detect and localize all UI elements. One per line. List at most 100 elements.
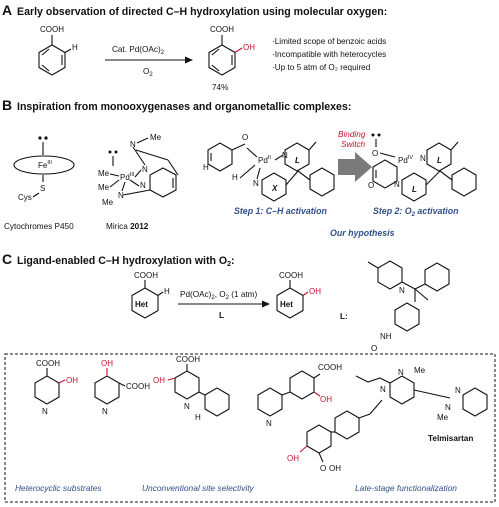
- svg-text:O: O: [242, 133, 248, 142]
- section-a-title: Early observation of directed C–H hydrox…: [17, 6, 387, 18]
- p450-s: S: [40, 184, 45, 193]
- p450-structure: FeIII S Cys Cytochromes P450: [4, 136, 75, 231]
- section-b-letter: B: [2, 97, 12, 113]
- svg-text:COOH: COOH: [176, 355, 200, 364]
- mirica-pd: Pd: [120, 173, 130, 182]
- svg-text:O: O: [371, 344, 377, 353]
- ligand-L-2: L: [437, 156, 442, 165]
- svg-text:H: H: [203, 163, 209, 172]
- p450-cys: Cys: [18, 193, 32, 202]
- het-substrate: Het COOH H: [131, 271, 170, 319]
- svg-text:N: N: [399, 286, 405, 295]
- binding-switch-arrow: Binding Switch: [338, 130, 372, 182]
- telmisartan-label: Telmisartan: [428, 434, 473, 443]
- hypothesis-label: Our hypothesis: [330, 228, 395, 238]
- svg-text:NH: NH: [380, 332, 392, 341]
- svg-text:O: O: [320, 464, 326, 473]
- svg-text:N: N: [142, 165, 148, 174]
- svg-text:OH: OH: [66, 376, 78, 385]
- svg-text:O: O: [372, 149, 378, 158]
- svg-text:COOH: COOH: [126, 382, 150, 391]
- sm-cooh-label: COOH: [40, 25, 64, 34]
- svg-text:OH: OH: [320, 395, 332, 404]
- ligand-X: X: [271, 184, 278, 193]
- svg-text:H: H: [195, 413, 201, 422]
- svg-text:OH: OH: [287, 454, 299, 463]
- svg-text:N: N: [282, 151, 288, 160]
- svg-text:N: N: [398, 368, 404, 377]
- svg-text:H: H: [164, 287, 170, 296]
- example-3: COOH OH N H: [153, 355, 230, 422]
- example-2: N OH COOH: [94, 359, 150, 416]
- reaction-arrow-a: Cat. Pd(OAc)2 O2: [105, 45, 193, 78]
- mirica-complex: Me N PdIII Me Me N N N Me Mirica 2012: [98, 133, 179, 231]
- ligand-c: L: [219, 311, 224, 320]
- benzoic-acid-structure: COOH H: [38, 25, 78, 76]
- p450-fe: Fe: [38, 161, 48, 170]
- prod-oh-label: OH: [243, 43, 255, 52]
- ligand-L-1: L: [295, 156, 300, 165]
- section-a-notes: ·Limited scope of benzoic acids ·Incompa…: [272, 37, 386, 72]
- svg-text:OH: OH: [101, 359, 113, 368]
- yield-label: 74%: [212, 83, 228, 92]
- svg-text:N: N: [184, 402, 190, 411]
- reaction-arrow-c: Pd(OAc)2, O2 (1 atm) L: [178, 290, 270, 320]
- prod-cooh-label: COOH: [210, 25, 234, 34]
- svg-text:O2: O2: [143, 67, 153, 78]
- svg-text:N: N: [394, 180, 400, 189]
- sm-h-label: H: [72, 43, 78, 52]
- svg-text:N: N: [140, 181, 146, 190]
- section-c-title: Ligand-enabled C–H hydroxylation with O2…: [17, 255, 235, 268]
- svg-text:OH: OH: [329, 464, 341, 473]
- reagent-a-1: Cat. Pd(OAc): [112, 45, 161, 54]
- section-b-title: Inspiration from monooxygenases and orga…: [17, 101, 351, 113]
- svg-text:COOH: COOH: [279, 271, 303, 280]
- svg-text:OH: OH: [309, 287, 321, 296]
- reagent-a-2: O: [143, 67, 149, 76]
- svg-text:N: N: [102, 407, 108, 416]
- svg-text:N: N: [130, 140, 136, 149]
- svg-text:Me: Me: [437, 413, 449, 422]
- note-3: ·Up to 5 atm of O₂ required: [272, 63, 371, 72]
- svg-text:PdII: PdII: [258, 155, 271, 165]
- svg-text:COOH: COOH: [36, 359, 60, 368]
- note-2: ·Incompatible with heterocycles: [272, 50, 386, 59]
- caption-site-selectivity: Unconventional site selectivity: [142, 483, 255, 493]
- example-4: N COOH OH: [257, 363, 342, 428]
- svg-text:N: N: [118, 191, 124, 200]
- binding-switch-label-1: Binding: [338, 130, 366, 139]
- svg-text:L:: L:: [340, 312, 348, 321]
- binding-switch-label-2: Switch: [341, 140, 366, 149]
- svg-text:N: N: [253, 179, 259, 188]
- svg-text:OH: OH: [153, 376, 165, 385]
- svg-text:PdIV: PdIV: [398, 155, 413, 165]
- svg-text:Me: Me: [98, 183, 110, 192]
- svg-text:N: N: [42, 407, 48, 416]
- note-1: ·Limited scope of benzoic acids: [272, 37, 386, 46]
- examples-box: [4, 353, 496, 503]
- p450-caption: Cytochromes P450: [4, 222, 74, 231]
- section-c-letter: C: [2, 251, 12, 267]
- pd-ii-intermediate: H O H PdII N L N X: [203, 133, 335, 202]
- caption-heterocyclic: Heterocyclic substrates: [15, 483, 102, 493]
- svg-text:N: N: [380, 385, 386, 394]
- pd-iv-intermediate: O O PdIV N L N L: [368, 133, 477, 202]
- reagent-c: Pd(OAc): [180, 290, 212, 299]
- mirica-caption: Mirica 2012: [106, 222, 149, 231]
- section-a-letter: A: [2, 2, 12, 18]
- svg-text:Me: Me: [102, 198, 114, 207]
- salicylic-acid-structure: COOH OH 74%: [208, 25, 255, 92]
- ligand-L-3: L: [412, 185, 417, 194]
- svg-text:Me: Me: [98, 169, 110, 178]
- svg-text:COOH: COOH: [134, 271, 158, 280]
- caption-late-stage: Late-stage functionalization: [355, 483, 457, 493]
- svg-text:Me: Me: [150, 133, 162, 142]
- step-1-label: Step 1: C–H activation: [234, 206, 327, 216]
- svg-text:N: N: [420, 154, 426, 163]
- svg-text:PdIII: PdIII: [120, 172, 135, 182]
- svg-text:Het: Het: [135, 300, 148, 309]
- svg-text:N: N: [455, 386, 461, 395]
- svg-text:Cat. Pd(OAc)2: Cat. Pd(OAc)2: [112, 45, 165, 56]
- svg-text:FeIII: FeIII: [38, 160, 52, 170]
